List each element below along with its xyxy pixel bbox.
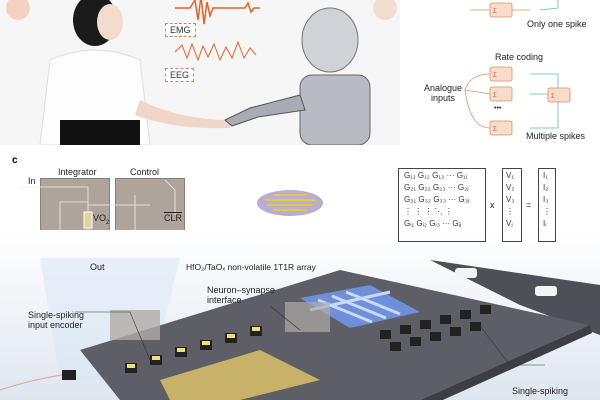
leader-line xyxy=(479,325,545,366)
svg-text:Σ: Σ xyxy=(493,127,497,133)
only-one-spike-label: Only one spike xyxy=(527,19,587,29)
v-element: Vⱼ xyxy=(506,219,513,228)
svg-text:Σ: Σ xyxy=(551,94,555,100)
matrix-row: G₁₁ G₁₂ G₁₃ ··· G₁ⱼ xyxy=(404,171,468,180)
matrix-row: ⋮ ⋮ ⋮ ⋱ ⋮ xyxy=(404,207,453,216)
vo2-subscript: 2 xyxy=(106,219,110,226)
i-element: ⋮ xyxy=(543,207,551,216)
v-element: V₂ xyxy=(506,183,515,192)
input-encoder-label: Single-spiking input encoder xyxy=(28,310,85,331)
svg-text:Σ: Σ xyxy=(493,93,497,99)
out-label: Out xyxy=(90,262,105,272)
neuron-grid-right xyxy=(380,305,491,351)
svg-text:Σ: Σ xyxy=(493,73,497,79)
panel-label-c: c xyxy=(12,155,18,166)
woman-skirt xyxy=(60,120,140,145)
multiple-spikes-label: Multiple spikes xyxy=(526,131,586,141)
emg-label: EMG xyxy=(165,23,196,37)
car xyxy=(455,268,477,278)
robot-torso xyxy=(299,74,371,146)
eeg-label: EEG xyxy=(165,68,195,82)
top-panel-photo xyxy=(0,0,400,146)
svg-text:Σ: Σ xyxy=(493,9,497,15)
leader-line xyxy=(269,305,301,331)
clr-label: CLR xyxy=(164,213,183,223)
leader-line xyxy=(75,311,151,361)
i-element: I₂ xyxy=(543,183,549,192)
crossbar-array xyxy=(160,350,320,400)
voltage-vector: V₁ V₂ V₃ ⋮ Vⱼ xyxy=(506,170,515,230)
analogue-inputs-label: Analogue inputs xyxy=(424,83,463,104)
vo2-text: VO xyxy=(93,213,107,223)
input-signal xyxy=(0,374,63,391)
circuit-block xyxy=(110,310,160,340)
sensor-chip xyxy=(62,370,76,380)
i-element: I₁ xyxy=(543,171,548,180)
vo2-resistor xyxy=(83,211,93,229)
vector-bracket-i xyxy=(538,168,556,242)
emg-waveform xyxy=(175,0,260,25)
circuit-block xyxy=(285,302,330,332)
v-element: ⋮ xyxy=(506,207,514,216)
brain-icon xyxy=(373,0,397,20)
integrator-label: Integrator xyxy=(58,167,97,177)
array-label: HfO₂/TaOₓ non-volatile 1T1R array xyxy=(186,262,316,272)
i-element: I₃ xyxy=(543,195,549,204)
heart-icon xyxy=(6,0,30,20)
current-vector: I₁ I₂ I₃ ⋮ Iᵢ xyxy=(543,170,551,230)
woman-arm xyxy=(135,100,230,129)
road xyxy=(430,260,600,335)
ellipsis: ••• xyxy=(494,105,502,112)
robot-arm xyxy=(224,94,306,127)
control-label: Control xyxy=(130,167,160,177)
eeg-waveform xyxy=(174,40,257,62)
matrix-bracket-g xyxy=(398,168,486,242)
in-label: In xyxy=(28,176,36,186)
robot-head xyxy=(301,7,359,73)
woman-face xyxy=(97,4,123,40)
wafer-image xyxy=(257,190,323,216)
conductance-matrix: G₁₁ G₁₂ G₁₃ ··· G₁ⱼ G₂₁ G₂₂ G₂₃ ··· G₂ⱼ … xyxy=(404,170,469,230)
rate-coding-label: Rate coding xyxy=(495,52,544,62)
neuron-row-left xyxy=(125,326,262,373)
matrix-row: G₃₁ G₃₂ G₃₃ ··· G₃ⱼ xyxy=(404,195,470,204)
matrix-row: G₂₁ G₂₂ G₂₃ ··· G₂ⱼ xyxy=(404,183,469,192)
vo2-label: VO2 xyxy=(93,213,109,227)
output-neuron-block xyxy=(547,87,571,103)
chip-illustration xyxy=(0,230,600,400)
car xyxy=(535,286,557,296)
v-element: V₃ xyxy=(506,195,515,204)
v-element: V₁ xyxy=(506,171,515,180)
single-spiking-label: Single-spiking xyxy=(512,386,569,396)
matrix-row: Gᵢ₁ Gᵢ₂ Gᵢ₃ ··· Gᵢⱼ xyxy=(404,219,462,228)
neuron-synapse-interface-label: Neuron–synapse interface xyxy=(207,285,276,306)
human-robot-illustration xyxy=(6,0,397,146)
times-sign: x xyxy=(490,200,495,210)
equals-sign: = xyxy=(526,200,532,210)
vector-bracket-v xyxy=(502,168,522,242)
spike-coding-schematic: Σ Σ Σ Σ Σ xyxy=(464,0,571,136)
i-element: Iᵢ xyxy=(543,219,547,228)
